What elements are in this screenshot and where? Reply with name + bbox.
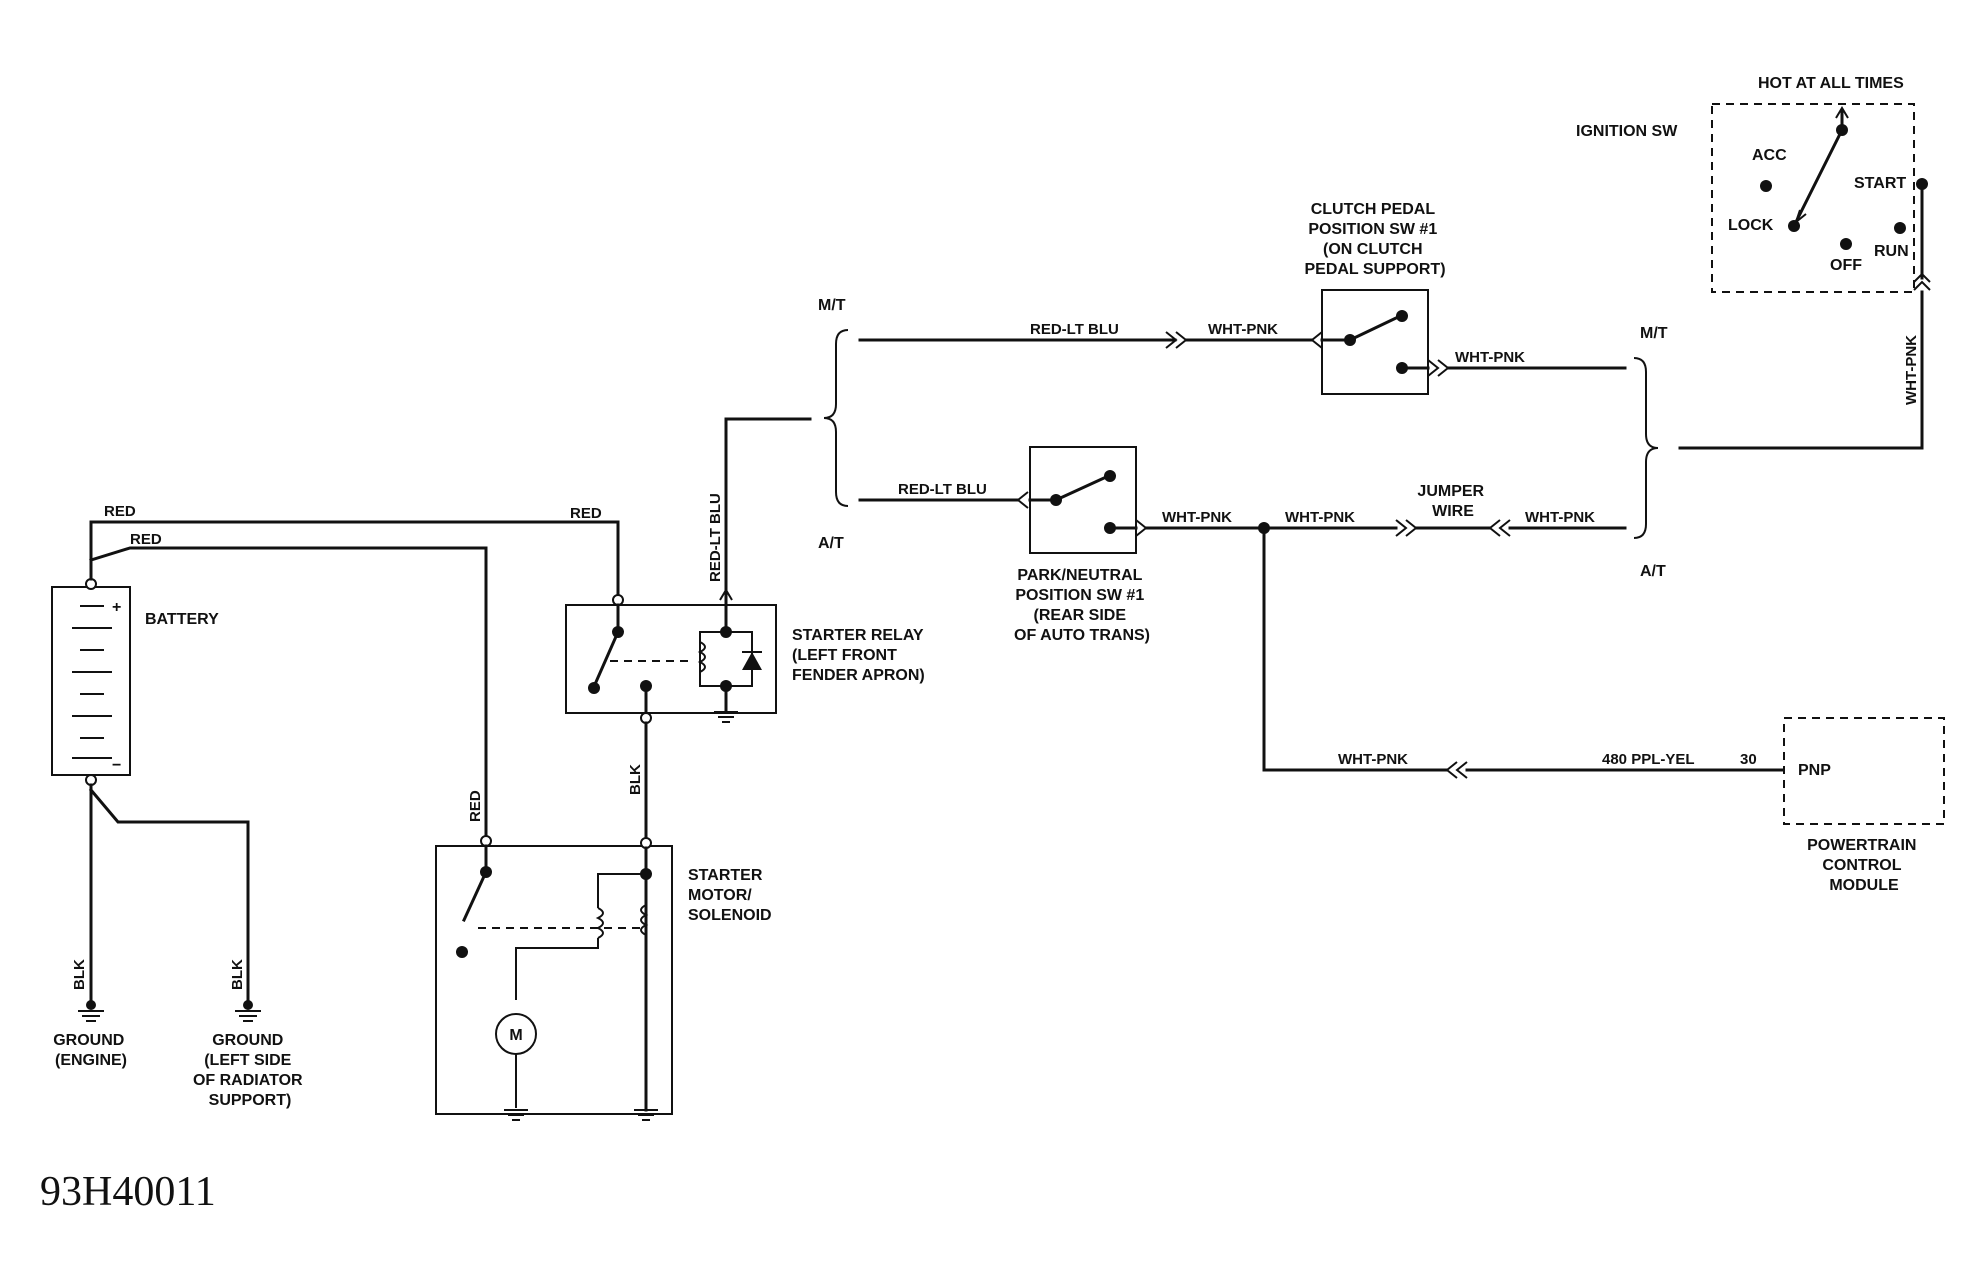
wire-label-wht-pnk-pcm: WHT-PNK bbox=[1338, 751, 1408, 768]
connector-pn-in bbox=[1016, 491, 1029, 509]
wire-label-red-vertical: RED bbox=[467, 790, 484, 822]
ign-off-label: OFF bbox=[1830, 257, 1862, 274]
battery: + − bbox=[51, 578, 131, 786]
brace-right bbox=[1633, 357, 1659, 539]
connector-pcm-2 bbox=[1455, 761, 1468, 779]
clutch-pedal-label: CLUTCH PEDAL POSITION SW #1 (ON CLUTCH P… bbox=[1304, 201, 1445, 278]
connector-pcm-1 bbox=[1445, 761, 1458, 779]
ground-radiator-label: GROUND (LEFT SIDE OF RADIATOR SUPPORT) bbox=[193, 1032, 307, 1109]
wire-label-red-lt-blu-vertical: RED-LT BLU bbox=[707, 493, 724, 582]
clutch-pedal-switch bbox=[1320, 289, 1430, 395]
wire-wht-pnk-pcm bbox=[1262, 526, 1449, 772]
battery-positive-label: + bbox=[112, 599, 121, 616]
pcm-box bbox=[1783, 717, 1945, 825]
brace-left bbox=[823, 329, 849, 507]
wire-label-wht-pnk-clutch-out: WHT-PNK bbox=[1455, 349, 1525, 366]
wire-red-battery-relay bbox=[89, 520, 620, 599]
park-neutral-label: PARK/NEUTRAL POSITION SW #1 (REAR SIDE O… bbox=[1014, 567, 1150, 644]
connector-relay-top bbox=[719, 588, 733, 601]
wire-label-wht-pnk-clutch-in: WHT-PNK bbox=[1208, 321, 1278, 338]
wire-label-wht-pnk-mid: WHT-PNK bbox=[1285, 509, 1355, 526]
wire-label-red-second: RED bbox=[130, 531, 162, 548]
wire-wht-pnk-ignition bbox=[1678, 290, 1924, 450]
wire-label-wht-pnk-ignition: WHT-PNK bbox=[1903, 335, 1920, 405]
wire-label-blk-radiator: BLK bbox=[229, 959, 246, 990]
ign-lock-label: LOCK bbox=[1728, 217, 1774, 234]
ign-start-label: START bbox=[1854, 175, 1906, 192]
connector-clutch-out-1 bbox=[1427, 359, 1440, 377]
ground-symbol-engine bbox=[78, 1000, 104, 1022]
wire-label-blk-relay: BLK bbox=[627, 764, 644, 795]
wire-red-lt-blu-relay bbox=[724, 417, 812, 614]
pnp-label: PNP bbox=[1798, 762, 1831, 779]
motor-symbol-label: M bbox=[509, 1027, 522, 1044]
jumper-wire-label: JUMPER WIRE bbox=[1417, 483, 1488, 520]
starter-relay-label: STARTER RELAY (LEFT FRONT FENDER APRON) bbox=[792, 627, 928, 684]
connector-mt-1 bbox=[1165, 331, 1178, 349]
park-neutral-switch bbox=[1028, 446, 1138, 554]
starter-relay bbox=[565, 594, 777, 724]
mt-left-label: M/T bbox=[818, 297, 846, 314]
mt-right-label: M/T bbox=[1640, 325, 1668, 342]
ground-symbol-radiator bbox=[235, 1000, 261, 1022]
figure-code: 93H40011 bbox=[40, 1169, 216, 1215]
wire-label-wht-pnk-pn-out: WHT-PNK bbox=[1162, 509, 1232, 526]
wire-red-battery-solenoid bbox=[89, 546, 488, 838]
wire-label-red-lt-blu-mt: RED-LT BLU bbox=[1030, 321, 1119, 338]
pcm-label: POWERTRAIN CONTROL MODULE bbox=[1807, 837, 1921, 894]
connector-jumper-4 bbox=[1498, 519, 1511, 537]
ign-acc-label: ACC bbox=[1752, 147, 1787, 164]
connector-jumper-3 bbox=[1488, 519, 1501, 537]
battery-label: BATTERY bbox=[145, 611, 219, 628]
connector-jumper-1 bbox=[1395, 519, 1408, 537]
hot-at-all-times-label: HOT AT ALL TIMES bbox=[1758, 75, 1904, 92]
wire-label-blk-engine: BLK bbox=[71, 959, 88, 990]
connector-clutch-in bbox=[1310, 331, 1323, 349]
wire-label-red-relay: RED bbox=[570, 505, 602, 522]
starter-motor-label: STARTER MOTOR/ SOLENOID bbox=[688, 867, 772, 924]
wire-label-wht-pnk-jumper: WHT-PNK bbox=[1525, 509, 1595, 526]
wire-label-red-top: RED bbox=[104, 503, 136, 520]
ground-engine-label: GROUND (ENGINE) bbox=[53, 1032, 129, 1069]
wire-label-ppl-yel: 480 PPL-YEL bbox=[1602, 751, 1695, 768]
ignition-switch bbox=[1760, 106, 1928, 280]
starter-motor-solenoid: M bbox=[435, 835, 673, 1121]
wire-label-red-lt-blu-at: RED-LT BLU bbox=[898, 481, 987, 498]
ignition-sw-label: IGNITION SW bbox=[1576, 123, 1678, 140]
pcm-pin-label: 30 bbox=[1740, 751, 1757, 768]
ign-run-label: RUN bbox=[1874, 243, 1909, 260]
at-left-label: A/T bbox=[818, 535, 844, 552]
at-right-label: A/T bbox=[1640, 563, 1666, 580]
ignition-switch-box bbox=[1711, 103, 1915, 293]
battery-negative-label: − bbox=[112, 757, 121, 774]
connector-ign-1 bbox=[1913, 280, 1931, 291]
wire-blk-ground-radiator bbox=[88, 787, 250, 1005]
